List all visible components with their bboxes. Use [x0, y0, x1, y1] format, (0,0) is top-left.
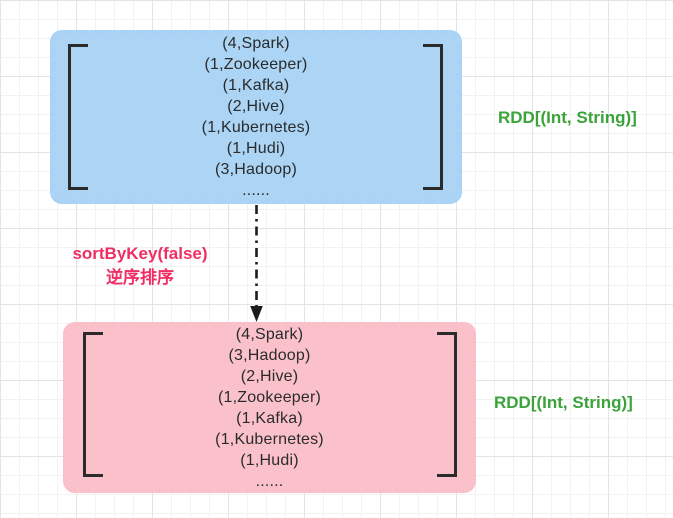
- tuple-item: (3,Hadoop): [214, 161, 298, 178]
- result-rdd-type-label: RDD[(Int, String)]: [494, 393, 633, 412]
- transformation-label: sortByKey(false) 逆序排序: [62, 243, 218, 290]
- tuple-item: (1,Hudi): [226, 140, 286, 157]
- tuple-item: (1,Kafka): [222, 77, 290, 94]
- tuple-item: (1,Kubernetes): [201, 119, 311, 136]
- open-bracket-icon: [68, 44, 88, 190]
- source-rdd-box: (4,Spark) (1,Zookeeper) (1,Kafka) (2,Hiv…: [50, 30, 462, 204]
- transformation-caption-text: 逆序排序: [106, 268, 174, 287]
- open-bracket-icon: [83, 332, 103, 477]
- close-bracket-icon: [437, 332, 457, 477]
- tuple-item: (1,Zookeeper): [217, 388, 322, 406]
- tuple-item: (1,Kafka): [236, 409, 303, 427]
- tuple-item: (1,Hudi): [240, 451, 299, 469]
- transform-arrow-icon: [250, 205, 263, 322]
- result-rdd-box: (4,Spark) (3,Hadoop) (2,Hive) (1,Zookeep…: [63, 322, 476, 493]
- tuple-item: (4,Spark): [222, 35, 290, 52]
- ellipsis-item: ......: [255, 472, 284, 490]
- source-rdd-type-label: RDD[(Int, String)]: [498, 108, 637, 127]
- tuple-item: (2,Hive): [240, 367, 299, 385]
- tuple-item: (3,Hadoop): [228, 346, 311, 364]
- tuple-item: (2,Hive): [227, 98, 285, 115]
- tuple-item: (4,Spark): [235, 325, 304, 343]
- tuple-item: (1,Kubernetes): [215, 430, 324, 448]
- close-bracket-icon: [423, 44, 443, 190]
- tuple-item: (1,Zookeeper): [204, 56, 308, 73]
- ellipsis-item: ......: [242, 182, 270, 199]
- transformation-function-text: sortByKey(false): [72, 244, 208, 263]
